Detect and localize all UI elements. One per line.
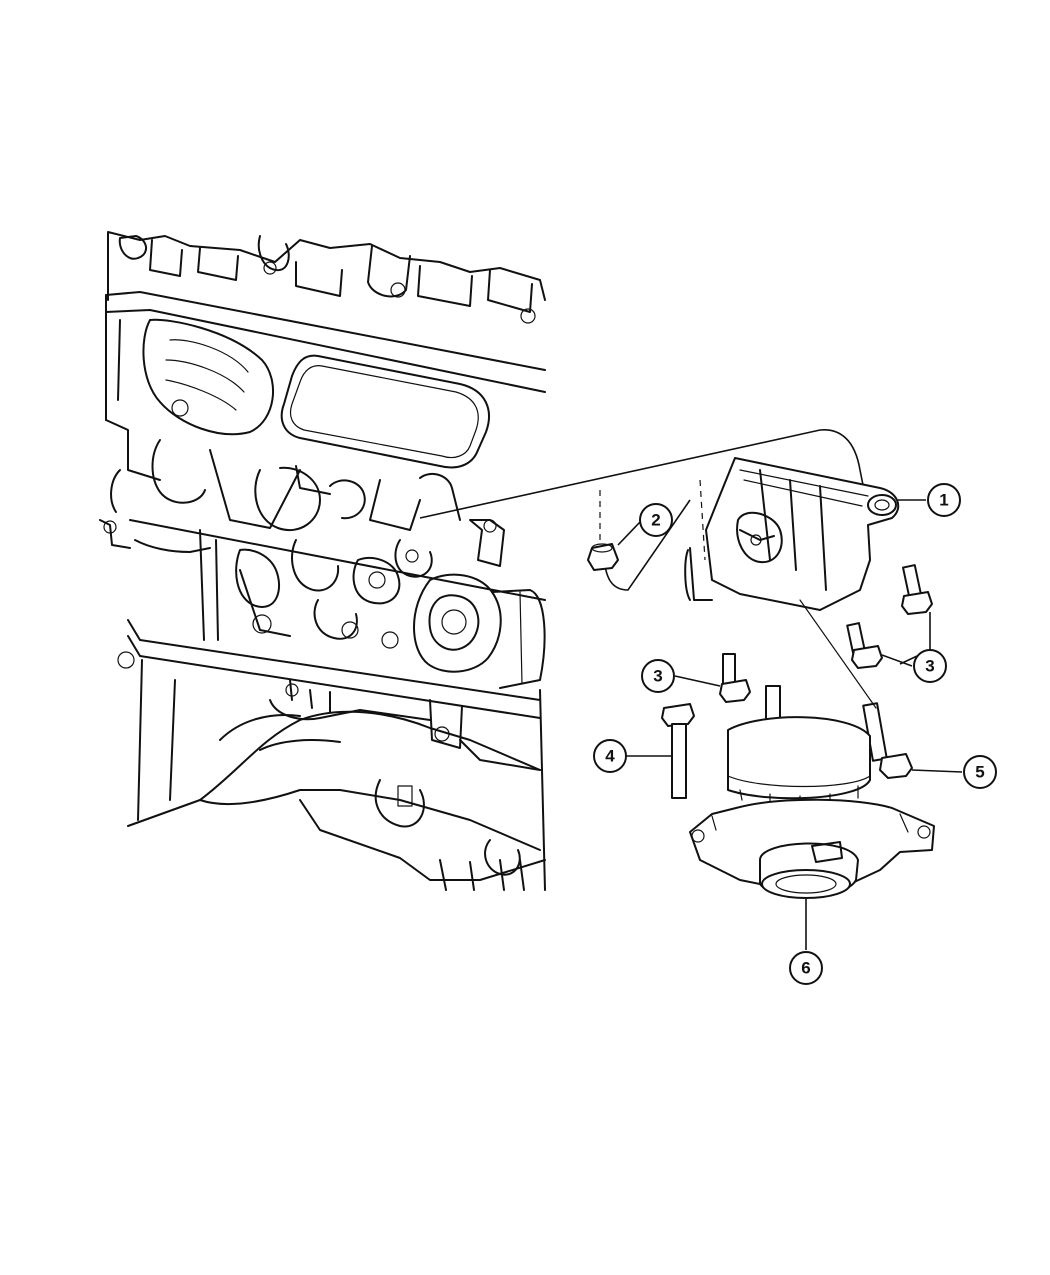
bolt-part-3-upper [901, 564, 933, 615]
callout-5: 5 [963, 755, 997, 789]
callout-3-right: 3 [913, 649, 947, 683]
callout-3-right-label: 3 [925, 657, 934, 676]
callout-1-label: 1 [939, 491, 948, 510]
callout-4: 4 [593, 739, 627, 773]
callout-1: 1 [927, 483, 961, 517]
callout-3-left-label: 3 [653, 667, 662, 686]
callout-2-label: 2 [651, 511, 660, 530]
bolt-part-3-lower [719, 653, 751, 703]
callout-4-label: 4 [605, 747, 615, 766]
callout-5-label: 5 [975, 763, 984, 782]
callout-6-label: 6 [801, 959, 810, 978]
engine-mount-bracket [684, 457, 900, 611]
callout-2: 2 [639, 503, 673, 537]
bolt-part-4 [661, 703, 695, 799]
bolt-part-3-middle [846, 622, 883, 669]
engine-block-illustration [99, 231, 546, 891]
callout-3-left: 3 [641, 659, 675, 693]
callout-6: 6 [789, 951, 823, 985]
bolt-part-5 [799, 599, 913, 779]
mount-insulator-part-6 [689, 685, 935, 899]
nut-part-2 [587, 543, 619, 571]
